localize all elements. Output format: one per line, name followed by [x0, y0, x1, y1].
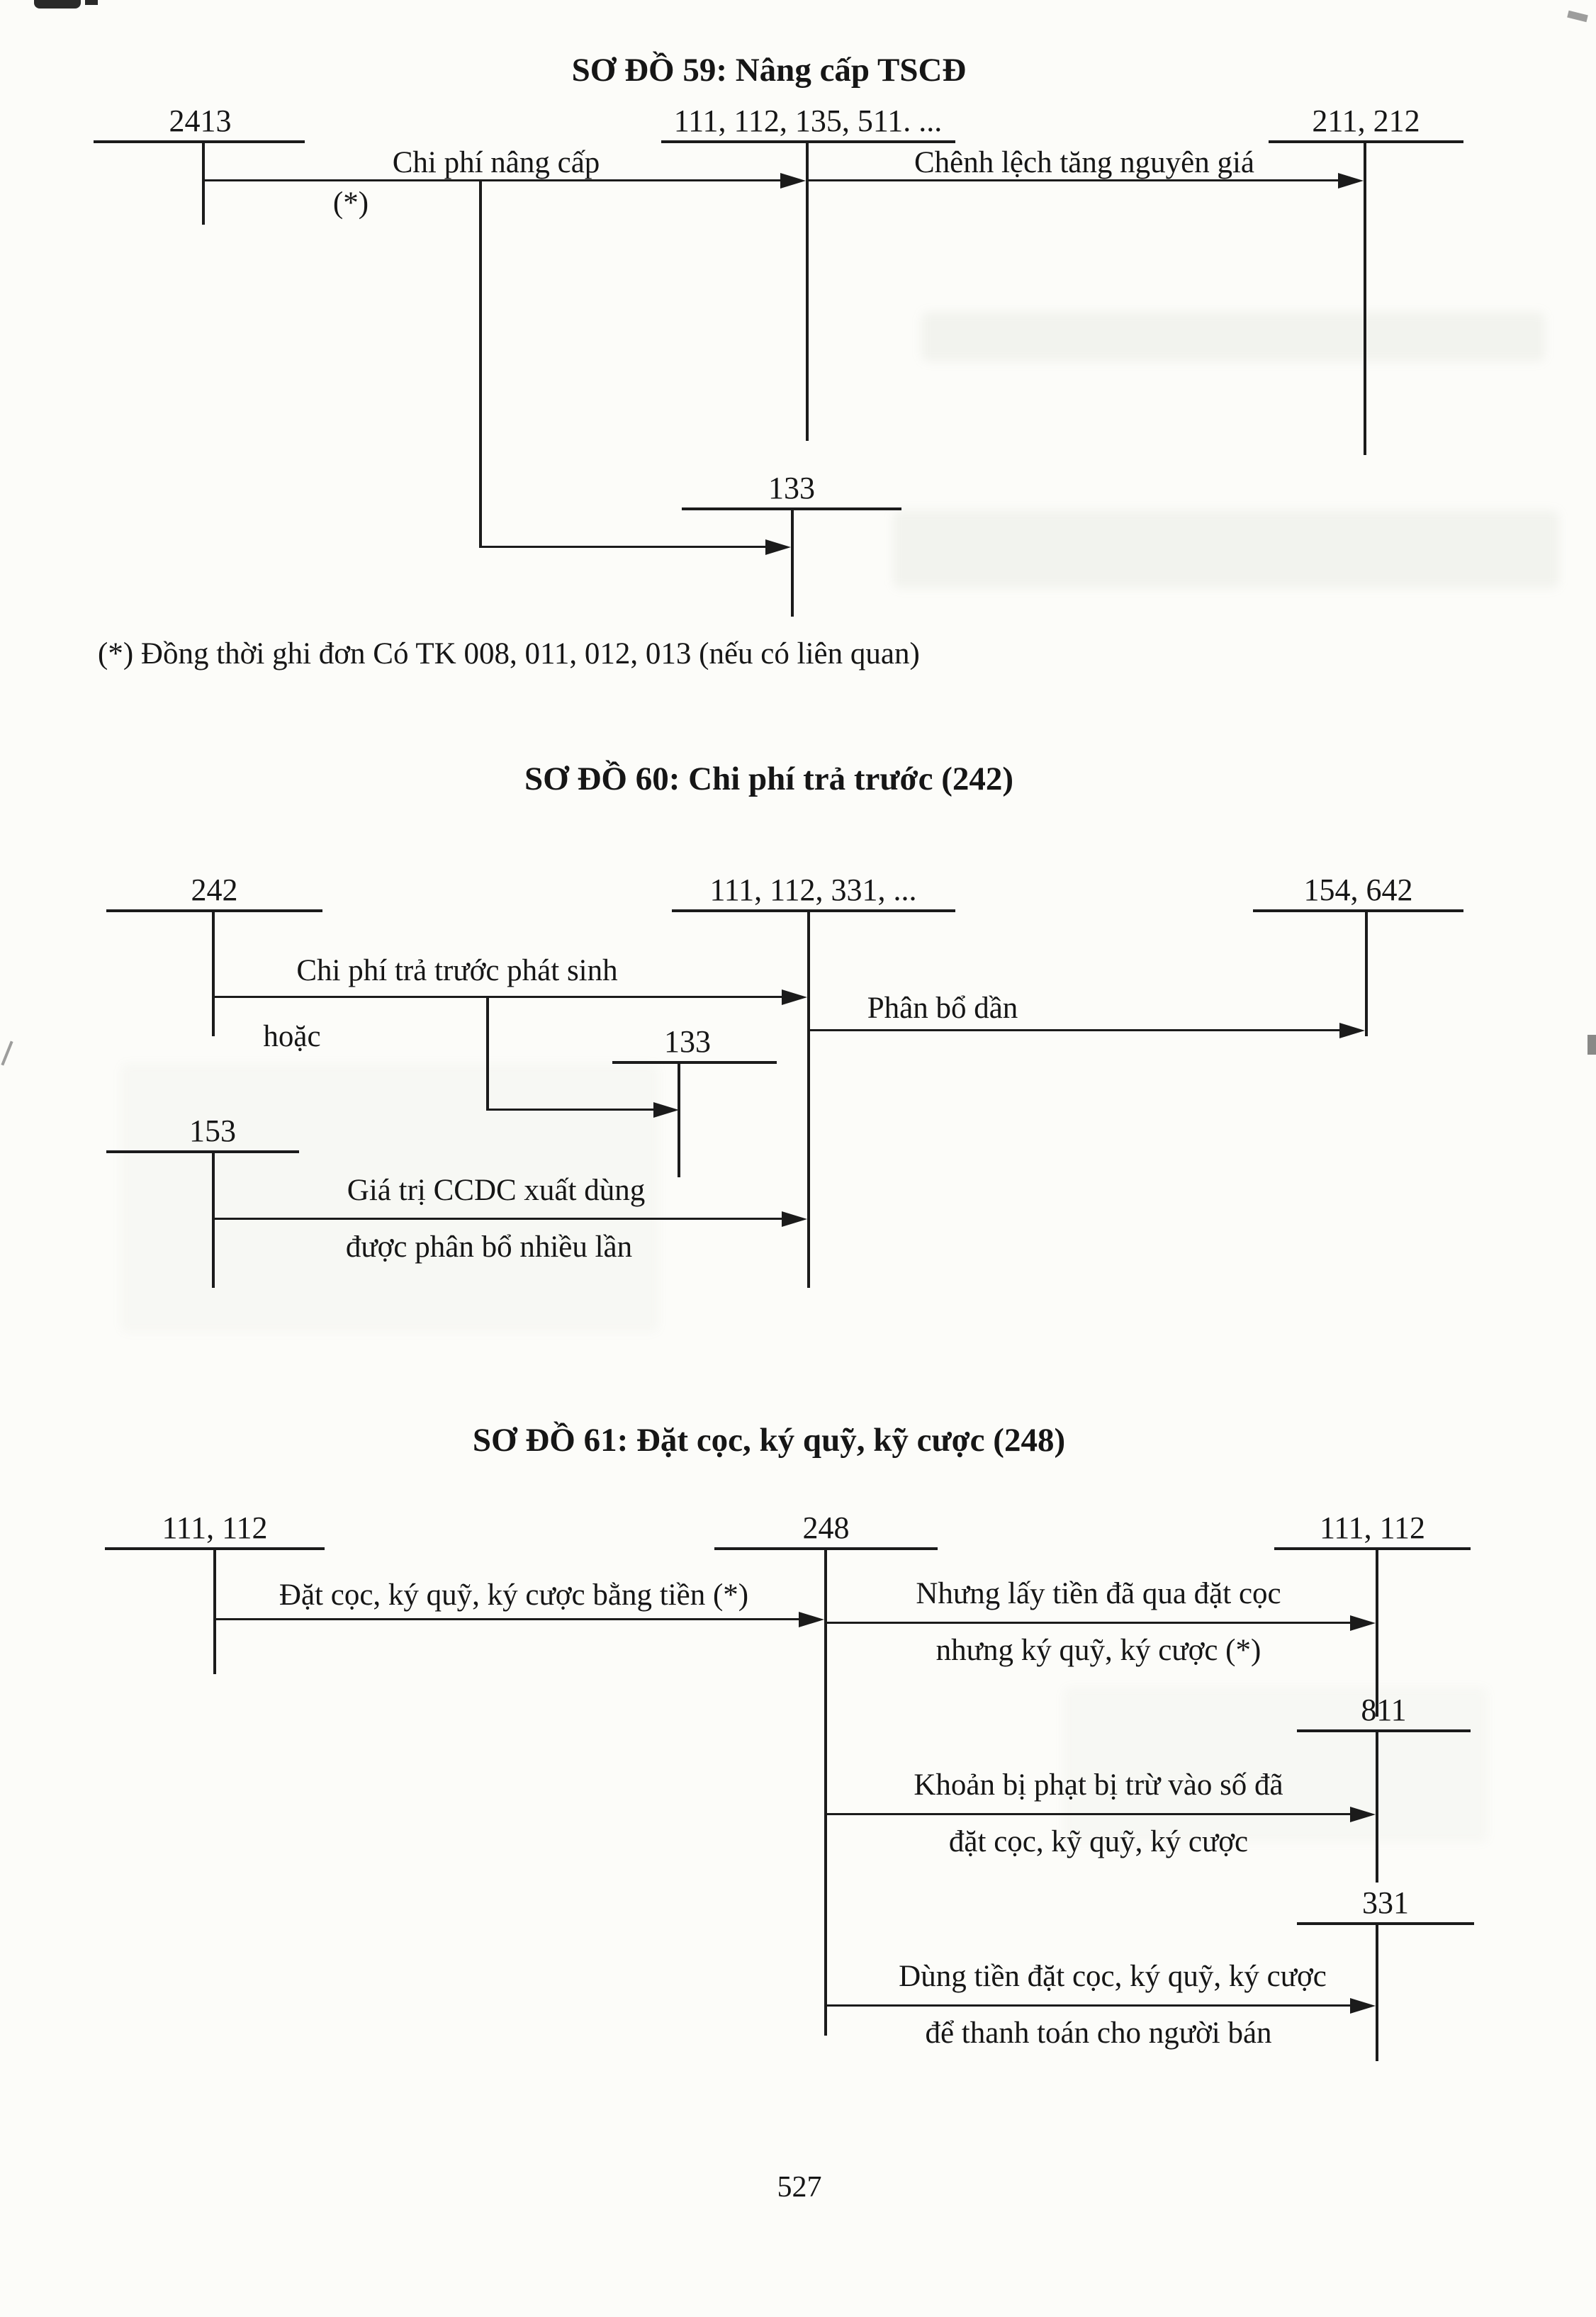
- account-111-112-331-label: 111, 112, 331, ...: [709, 873, 917, 907]
- account-133-stem-line: [791, 510, 794, 617]
- account-211-212-top-line: [1269, 140, 1463, 143]
- flow-line: [827, 2004, 1350, 2007]
- flow-line: [827, 1813, 1350, 1815]
- arrowhead: [1338, 173, 1364, 189]
- account-154-642-top-line: [1253, 909, 1463, 912]
- account-248-label: 248: [802, 1510, 850, 1545]
- diagram-61-title: SƠ ĐỒ 61: Đặt cọc, ký quỹ, kỹ cược (248): [472, 1422, 1066, 1459]
- account-133-top-line: [612, 1061, 777, 1064]
- arrowhead: [1339, 1023, 1365, 1038]
- flow-label-duoc-phan-bo-nhieu-lan: được phân bổ nhiều lần: [345, 1230, 633, 1264]
- flow-label-dat-coc-ky-quy-ky-cuoc: đặt cọc, kỹ quỹ, ký cược: [948, 1825, 1249, 1858]
- account-111-112-135-511-stem-line: [806, 143, 809, 441]
- flow-label-chi-phi-nang-cap: Chi phí nâng cấp: [392, 146, 600, 179]
- flow-label-chenh-lech-tang-nguyen-gia: Chênh lệch tăng nguyên giá: [914, 146, 1255, 179]
- account-111-112-right-stem-line: [1376, 1550, 1378, 1717]
- account-111-112-left-stem-line: [213, 1550, 216, 1674]
- flow-line: [215, 1618, 799, 1620]
- account-133-label: 133: [768, 471, 815, 505]
- account-133-label: 133: [664, 1024, 711, 1059]
- arrowhead: [782, 1211, 807, 1227]
- account-2413-label: 2413: [169, 103, 232, 138]
- scan-edge-mark: [1587, 1035, 1596, 1055]
- account-111-112-left-top-line: [105, 1547, 325, 1550]
- account-154-642-stem-line: [1365, 912, 1368, 1036]
- arrowhead: [1350, 1998, 1376, 2014]
- flow-label-phan-bo-dan: Phân bổ dần: [867, 992, 1018, 1025]
- scan-show-through: [893, 510, 1559, 588]
- flow-label-nhung-ky-quy-ky-cuoc: nhưng ký quỹ, ký cược (*): [935, 1634, 1261, 1667]
- flow-label-dung-tien-dat-coc: Dùng tiền đặt cọc, ký quỹ, ký cược: [899, 1960, 1327, 1993]
- account-133-top-line: [682, 507, 901, 510]
- flow-line: [204, 179, 780, 181]
- flow-line: [827, 1622, 1350, 1624]
- account-331-label: 331: [1362, 1885, 1409, 1920]
- account-111-112-135-511-label: 111, 112, 135, 511. ...: [673, 103, 943, 138]
- flow-label-de-thanh-toan-nguoi-ban: để thanh toán cho người bán: [925, 2016, 1272, 2050]
- flow-label-khoan-bi-phat: Khoản bị phạt bị trừ vào số đã: [914, 1768, 1283, 1802]
- account-154-642-label: 154, 642: [1303, 873, 1413, 907]
- arrowhead: [780, 173, 806, 189]
- account-248-stem-line: [824, 1550, 827, 2036]
- arrowhead: [782, 989, 807, 1005]
- account-211-212-stem-line: [1364, 143, 1366, 455]
- scan-show-through: [120, 1063, 659, 1333]
- account-811-label: 811: [1361, 1693, 1407, 1727]
- arrowhead: [765, 539, 791, 555]
- arrowhead: [1350, 1615, 1376, 1631]
- scan-edge-mark: [34, 0, 81, 9]
- account-111-112-331-top-line: [672, 909, 955, 912]
- account-242-stem-line: [212, 912, 215, 1036]
- asterisk-note: (*): [332, 186, 369, 220]
- flow-label-nhung-lay-tien: Nhưng lấy tiền đã qua đặt cọc: [916, 1577, 1281, 1610]
- account-811-top-line: [1297, 1729, 1471, 1732]
- diagram-59-footnote: (*) Đồng thời ghi đơn Có TK 008, 011, 01…: [98, 637, 920, 671]
- scan-edge-mark: [1567, 10, 1588, 23]
- account-111-112-331-stem-line: [807, 912, 810, 1288]
- account-111-112-left-label: 111, 112: [162, 1510, 268, 1545]
- account-2413-top-line: [94, 140, 305, 143]
- account-331-stem-line: [1376, 1925, 1378, 2061]
- flow-label-gia-tri-ccdc-xuat-dung: Giá trị CCDC xuất dùng: [347, 1174, 646, 1207]
- flow-line: [809, 179, 1338, 181]
- or-label: hoặc: [263, 1020, 321, 1053]
- branch-line-down: [486, 996, 489, 1111]
- account-248-top-line: [714, 1547, 938, 1550]
- account-242-label: 242: [191, 873, 238, 907]
- account-111-112-135-511-top-line: [661, 140, 955, 143]
- arrowhead: [1350, 1807, 1376, 1822]
- account-133-stem-line: [678, 1064, 680, 1177]
- scan-show-through: [921, 312, 1545, 361]
- account-811-stem-line: [1376, 1732, 1378, 1883]
- account-153-stem-line: [212, 1153, 215, 1288]
- scan-edge-mark: [85, 0, 98, 5]
- account-153-top-line: [106, 1150, 299, 1153]
- arrowhead: [799, 1612, 824, 1627]
- account-111-112-right-top-line: [1274, 1547, 1471, 1550]
- account-153-label: 153: [189, 1113, 236, 1148]
- scan-edge-mark: [1, 1040, 13, 1066]
- account-111-112-right-label: 111, 112: [1319, 1510, 1426, 1545]
- flow-label-chi-phi-tra-truoc-phat-sinh: Chi phí trả trước phát sinh: [296, 954, 618, 987]
- branch-line-down: [479, 179, 482, 548]
- diagram-60-title: SƠ ĐỒ 60: Chi phí trả trước (242): [524, 761, 1013, 797]
- page-number: 527: [777, 2171, 822, 2204]
- diagram-59-title: SƠ ĐỒ 59: Nâng cấp TSCĐ: [571, 52, 967, 89]
- flow-label-dat-coc-bang-tien: Đặt cọc, ký quỹ, ký cược bằng tiền (*): [279, 1578, 749, 1612]
- flow-line: [213, 996, 782, 998]
- flow-line: [810, 1029, 1339, 1031]
- scan-show-through: [1063, 1687, 1488, 1843]
- branch-line-to-133: [479, 546, 765, 548]
- account-2413-stem-line: [202, 143, 205, 225]
- account-331-top-line: [1297, 1922, 1474, 1925]
- account-242-top-line: [106, 909, 322, 912]
- arrowhead: [653, 1102, 679, 1118]
- account-211-212-label: 211, 212: [1312, 103, 1420, 138]
- branch-line-to-133: [486, 1109, 653, 1111]
- flow-line: [213, 1218, 782, 1220]
